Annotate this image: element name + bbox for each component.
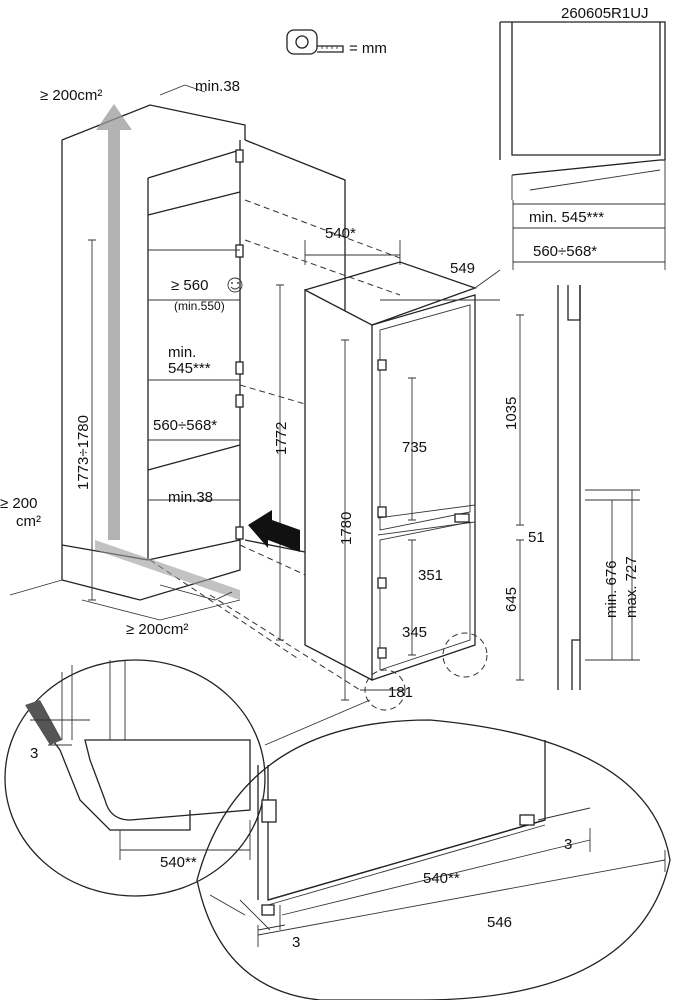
drawing-code: 260605R1UJ: [561, 5, 649, 22]
top-view-min-depth: min. 545***: [529, 209, 604, 226]
gap-label: 51: [528, 529, 545, 546]
niche-width-top-label: 540*: [325, 225, 356, 242]
depth-min-545-line2: 545***: [168, 360, 211, 377]
top-view-width-range: 560÷568*: [533, 243, 597, 260]
detail-bottom: [196, 719, 671, 1000]
detail-gap-left-label: 3: [292, 934, 300, 951]
depth-min-sub-label: (min.550): [174, 299, 225, 313]
detail-gap-right-label: 3: [564, 836, 572, 853]
vent-bottom-label: ≥ 200cm²: [126, 621, 188, 638]
detail-width-inner-label: 540**: [423, 870, 460, 887]
side-max-height-label: max. 727: [623, 556, 640, 618]
vent-top-label: ≥ 200cm²: [40, 87, 102, 104]
upper-total-label: 1035: [503, 397, 520, 430]
height-range-label: 1773÷1780: [75, 415, 92, 490]
appliance-depth-label: 549: [450, 260, 475, 277]
lower-total-label: 645: [503, 587, 520, 612]
detail-width-total-label: 546: [487, 914, 512, 931]
niche-cabinet: [9, 84, 401, 691]
depth-min-label: ≥ 560: [171, 277, 208, 294]
unit-legend-text: = mm: [349, 40, 387, 57]
smiley-icon: [227, 277, 243, 293]
bottom-gap-label: min.38: [168, 489, 213, 506]
side-view: [557, 285, 640, 690]
foot-label: 181: [388, 684, 413, 701]
depth-min-545-line1: min.: [168, 344, 196, 361]
top-view: min. 545*** 560÷568*: [499, 21, 666, 270]
top-gap-label: min.38: [195, 78, 240, 95]
lower-upper-label: 351: [418, 567, 443, 584]
width-range-label: 560÷568*: [153, 417, 217, 434]
appliance-height-label: 1780: [338, 512, 355, 545]
appliance: [304, 261, 524, 711]
vent-left-label-2: cm²: [16, 513, 41, 530]
vent-left-label-1: ≥ 200: [0, 495, 37, 512]
detail-left-gap-label: 3: [30, 745, 38, 762]
detail-left: [4, 659, 371, 897]
side-min-height-label: min. 676: [603, 560, 620, 618]
lower-lower-label: 345: [402, 624, 427, 641]
unit-legend: = mm: [286, 29, 387, 57]
upper-door-label: 735: [402, 439, 427, 456]
tape-measure-icon: [286, 29, 344, 55]
door-height-label: 1772: [273, 422, 290, 455]
detail-left-width-label: 540**: [160, 854, 197, 871]
